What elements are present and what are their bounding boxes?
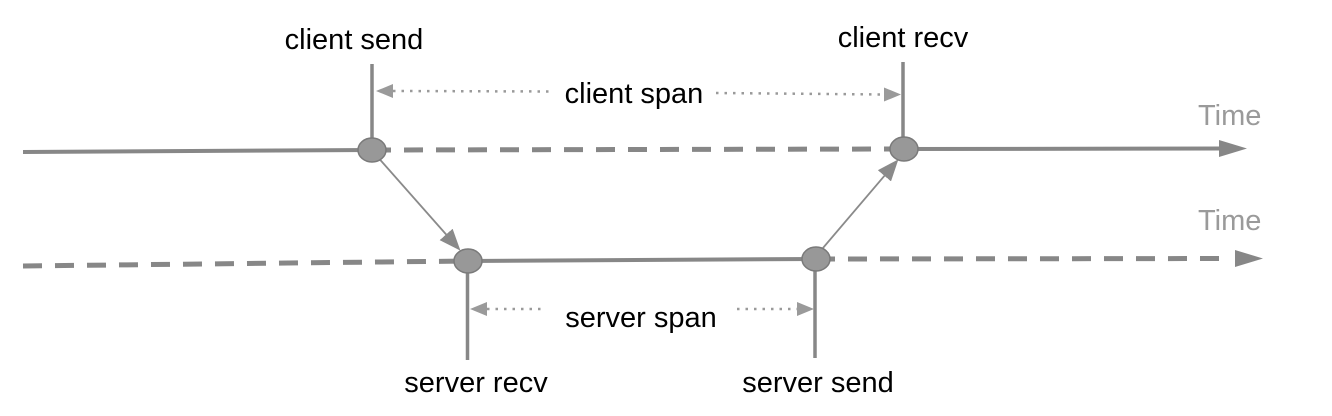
server-span-measure: server span — [470, 302, 814, 334]
server-timeline-dashed-left — [22, 258, 469, 269]
event-ticks — [370, 62, 905, 360]
server-timeline: Time — [22, 205, 1263, 269]
response-arrow — [816, 159, 899, 256]
server-send-label: server send — [742, 367, 894, 399]
server-timeline-solid-middle — [467, 257, 817, 263]
server-recv-label: server recv — [404, 367, 548, 399]
client-span-left-dotted-line — [392, 89, 553, 93]
client-send-label: client send — [285, 24, 424, 56]
client-span-left-arrowhead-icon — [376, 84, 393, 98]
event-labels: client send client recv server recv serv… — [285, 22, 969, 399]
client-time-label: Time — [1198, 100, 1261, 132]
client-span-label: client span — [565, 78, 704, 110]
server-time-label: Time — [1198, 205, 1261, 237]
client-span-measure: client span — [376, 78, 901, 110]
message-arrows — [374, 153, 899, 256]
client-timeline-solid-right — [903, 146, 1225, 151]
client-span-right-arrowhead-icon — [884, 87, 901, 102]
request-arrow — [374, 153, 461, 251]
client-timeline: Time — [22, 100, 1261, 157]
client-span-right-dotted-line — [715, 91, 885, 96]
server-timeline-arrowhead-icon — [1235, 250, 1263, 267]
client-timeline-solid-left — [22, 148, 373, 154]
server-span-right-arrowhead-icon — [797, 302, 814, 316]
server-recv-dot — [453, 248, 483, 274]
client-recv-dot — [889, 136, 919, 162]
server-span-left-arrowhead-icon — [470, 302, 487, 316]
client-send-dot — [357, 137, 387, 163]
server-timeline-dashed-right — [815, 256, 1229, 262]
server-send-dot — [801, 246, 831, 272]
client-recv-label: client recv — [838, 22, 969, 54]
client-timeline-dashed-middle — [371, 146, 905, 153]
server-span-label: server span — [565, 302, 717, 334]
client-timeline-arrowhead-icon — [1219, 140, 1247, 157]
event-dots — [357, 136, 919, 274]
